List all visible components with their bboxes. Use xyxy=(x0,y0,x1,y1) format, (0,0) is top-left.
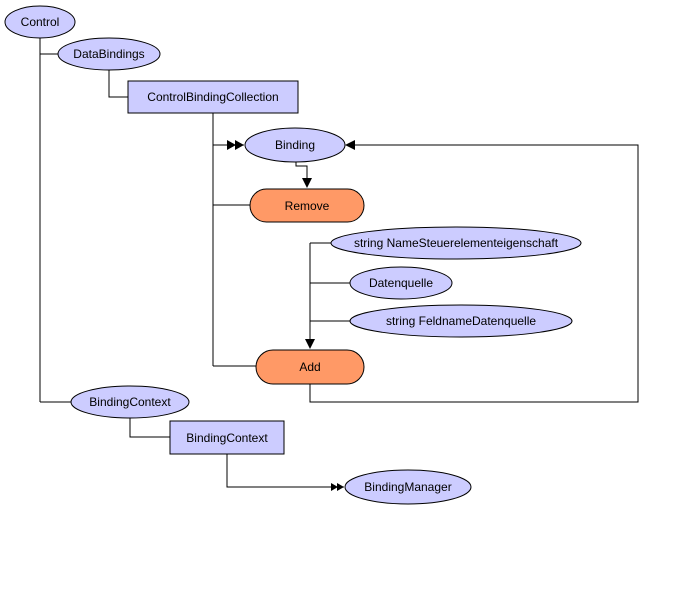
node-param-name-property-label: string NameSteuerelementeigenschaft xyxy=(354,236,559,250)
node-binding-context-property[interactable]: BindingContext xyxy=(70,385,190,419)
node-binding-context-property-label: BindingContext xyxy=(89,395,171,409)
node-param-name-property[interactable]: string NameSteuerelementeigenschaft xyxy=(330,226,582,260)
node-remove-method-label: Remove xyxy=(285,199,330,213)
connector-context-property-class xyxy=(129,418,170,438)
node-remove-method[interactable]: Remove xyxy=(249,188,365,223)
node-binding-context-class-label: BindingContext xyxy=(186,431,268,445)
node-param-field-name[interactable]: string FeldnameDatenquelle xyxy=(349,304,573,338)
node-binding-context-class[interactable]: BindingContext xyxy=(169,420,285,455)
node-binding-manager-label: BindingManager xyxy=(364,480,451,494)
node-binding[interactable]: Binding xyxy=(244,127,346,163)
connector-databindings-collection xyxy=(108,70,128,98)
node-data-bindings-label: DataBindings xyxy=(73,47,144,61)
node-data-bindings[interactable]: DataBindings xyxy=(57,37,161,71)
node-binding-manager[interactable]: BindingManager xyxy=(344,469,472,505)
connector-context-manager xyxy=(226,454,344,491)
node-add-method-label: Add xyxy=(299,360,320,374)
node-add-method[interactable]: Add xyxy=(255,349,365,385)
node-param-data-source[interactable]: Datenquelle xyxy=(349,266,453,300)
connector-add-binding xyxy=(309,140,639,403)
node-param-field-name-label: string FeldnameDatenquelle xyxy=(386,314,536,328)
node-control-label: Control xyxy=(21,15,60,29)
node-control[interactable]: Control xyxy=(4,5,76,39)
node-control-binding-collection-label: ControlBindingCollection xyxy=(147,90,278,104)
node-control-binding-collection[interactable]: ControlBindingCollection xyxy=(127,80,299,114)
node-param-data-source-label: Datenquelle xyxy=(369,276,433,290)
connector-binding-remove xyxy=(295,162,312,188)
node-binding-label: Binding xyxy=(275,138,315,152)
connectors xyxy=(39,38,639,491)
